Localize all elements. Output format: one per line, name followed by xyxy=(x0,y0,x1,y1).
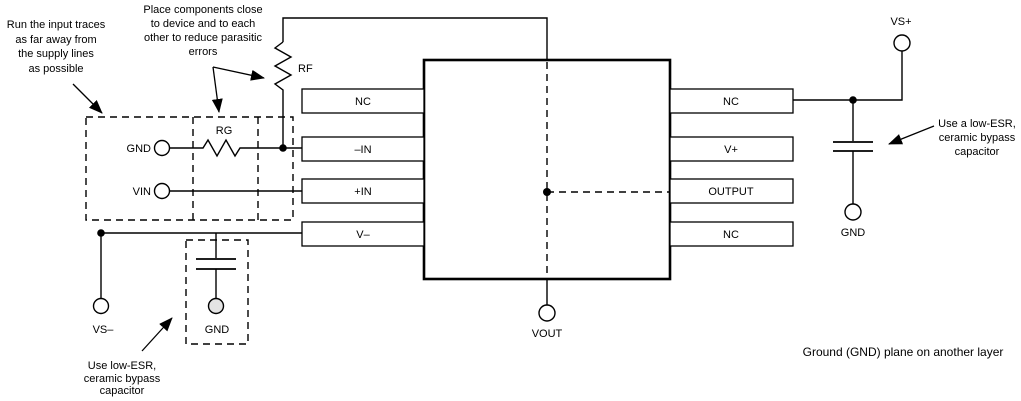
pin-label-v-plus: V+ xyxy=(724,144,738,156)
gnd-right-terminal xyxy=(844,203,862,221)
rf-resistor xyxy=(273,41,293,148)
pin-label-pos-in: +IN xyxy=(354,186,371,198)
ground-plane-note: Ground (GND) plane on another layer xyxy=(803,345,1004,359)
pin-label-left-nc: NC xyxy=(355,96,371,108)
pin-box-right-nc-bottom xyxy=(669,221,794,247)
annotation-place-components-line1: Place components close xyxy=(143,4,262,16)
gnd-right-label: GND xyxy=(841,227,866,239)
annotation-place-components-line4: errors xyxy=(189,46,218,58)
gnd-bottom-label: GND xyxy=(205,324,230,336)
pin-box-neg-in xyxy=(301,136,425,162)
pin-box-right-nc-top xyxy=(669,88,794,114)
annotation-bypass-right-arrow xyxy=(888,125,935,145)
annotation-bypass-right-line1: Use a low-ESR, xyxy=(938,118,1016,130)
rf-label: RF xyxy=(298,63,313,75)
annotation-input-traces-line2: as far away from xyxy=(15,34,96,46)
inverting-node-junction xyxy=(279,144,287,152)
annotation-bypass-right: Use a low-ESR, ceramic bypass capacitor xyxy=(888,118,1016,158)
annotation-place-components-arrow-rf xyxy=(212,66,265,81)
annotation-place-components-line2: to device and to each xyxy=(151,18,256,30)
annotation-place-components-arrow-rg xyxy=(211,66,223,113)
annotation-bypass-left-arrow xyxy=(141,317,173,352)
pin-label-output: OUTPUT xyxy=(708,186,754,198)
vs-plus-trace xyxy=(793,51,903,101)
pin-label-v-minus: V– xyxy=(356,229,370,241)
ic-internal-junction xyxy=(543,188,551,196)
pin-label-neg-in: –IN xyxy=(354,144,371,156)
pin-box-output xyxy=(669,178,794,204)
annotation-bypass-left-line3: capacitor xyxy=(100,385,145,397)
annotation-bypass-left-line2: ceramic bypass xyxy=(84,373,161,385)
pin-box-v-minus xyxy=(301,221,425,247)
annotation-input-traces-line4: as possible xyxy=(28,63,83,75)
annotation-input-traces-line1: Run the input traces xyxy=(7,19,106,31)
annotation-bypass-left: Use low-ESR, ceramic bypass capacitor xyxy=(84,317,173,397)
vout-label: VOUT xyxy=(532,328,563,340)
rg-resistor xyxy=(170,138,302,158)
annotation-input-traces-arrow xyxy=(72,83,103,114)
annotation-bypass-right-line3: capacitor xyxy=(955,146,1000,158)
vout-terminal xyxy=(538,304,556,322)
pin-label-right-nc-bottom: NC xyxy=(723,229,739,241)
pin-box-left-nc xyxy=(301,88,425,114)
gnd-bottom-terminal xyxy=(207,297,225,315)
pin-box-v-plus xyxy=(669,136,794,162)
annotation-input-traces-line3: the supply lines xyxy=(18,48,94,60)
input-section-dashed-region xyxy=(85,116,294,221)
annotation-bypass-right-line2: ceramic bypass xyxy=(939,132,1016,144)
vin-terminal xyxy=(153,182,171,200)
annotation-place-components-line3: other to reduce parasitic xyxy=(144,32,263,44)
gnd-input-terminal xyxy=(153,139,171,157)
vs-minus-label: VS– xyxy=(93,324,115,336)
rg-label: RG xyxy=(216,125,233,137)
annotation-input-traces: Run the input traces as far away from th… xyxy=(7,19,106,114)
gnd-input-label: GND xyxy=(127,143,152,155)
pin-box-pos-in xyxy=(301,178,425,204)
vs-plus-label: VS+ xyxy=(890,16,911,28)
pin-label-right-nc-top: NC xyxy=(723,96,739,108)
feedback-trace xyxy=(282,17,548,61)
vs-minus-terminal xyxy=(92,297,110,315)
vs-plus-terminal xyxy=(893,34,911,52)
vin-label: VIN xyxy=(133,186,151,198)
annotation-bypass-left-line1: Use low-ESR, xyxy=(88,360,156,372)
annotation-place-components: Place components close to device and to … xyxy=(143,4,265,113)
bypass-cap-dashed-region xyxy=(185,239,249,345)
